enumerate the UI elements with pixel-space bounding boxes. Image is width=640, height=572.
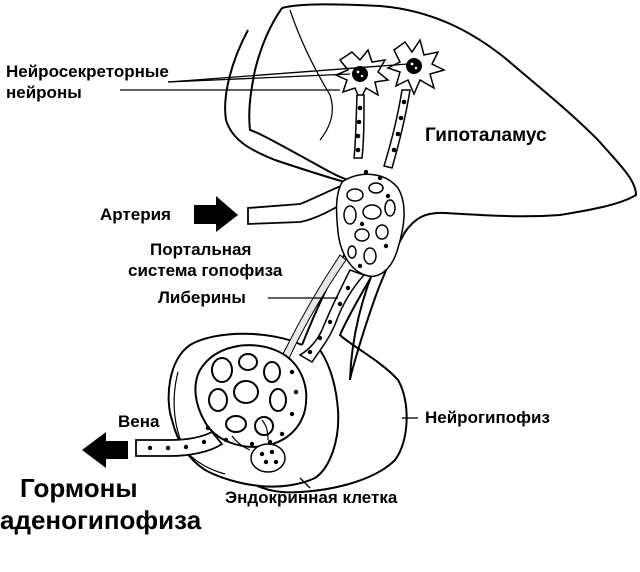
hormones-label-line2: аденогипофиза: [0, 505, 202, 535]
endocrine-cell-label: Эндокринная клетка: [225, 488, 398, 507]
hypothalamus-outline: [281, 3, 638, 381]
neurohypophysis-label: Нейрогипофиз: [425, 408, 550, 427]
vein-vessel: [135, 430, 224, 457]
primary-capillary-plexus: [335, 173, 405, 277]
portal-vessel: [298, 269, 366, 364]
neurosecretory-neurons-label-line2: нейроны: [6, 83, 82, 102]
portal-system-label-line1: Портальная: [150, 240, 252, 259]
third-ventricle-fold: [289, 9, 333, 141]
neurohypophysis-lobe: [249, 229, 408, 494]
plexus-granules: [357, 169, 391, 269]
brain-left-edge: [224, 29, 346, 183]
hormones-label-line1: Гормоны: [20, 473, 138, 503]
leader-lines: [120, 63, 418, 489]
vein-label: Вена: [118, 412, 160, 431]
neurosecretory-neurons-label-line1: Нейросекреторные: [6, 62, 169, 81]
vein-arrow: [82, 432, 128, 468]
secondary-plexus-granules: [205, 369, 299, 447]
neurosecretory-neuron-right: [383, 38, 447, 169]
liberins-label: Либерины: [158, 288, 246, 307]
neurosecretion-granules: [355, 99, 407, 153]
artery-label: Артерия: [100, 205, 171, 224]
vein-granules: [147, 439, 207, 451]
hypothalamus-inner-outline: [248, 7, 373, 184]
artery-arrow: [194, 196, 238, 232]
portal-system-label-line2: система гопофиза: [128, 261, 283, 280]
neurosecretory-neuron-left: [334, 48, 390, 159]
portal-granules: [307, 285, 351, 355]
hypothalamus-label: Гипоталамус: [425, 125, 547, 146]
secondary-capillary-plexus: [194, 344, 308, 448]
endocrine-cell: [231, 419, 286, 473]
